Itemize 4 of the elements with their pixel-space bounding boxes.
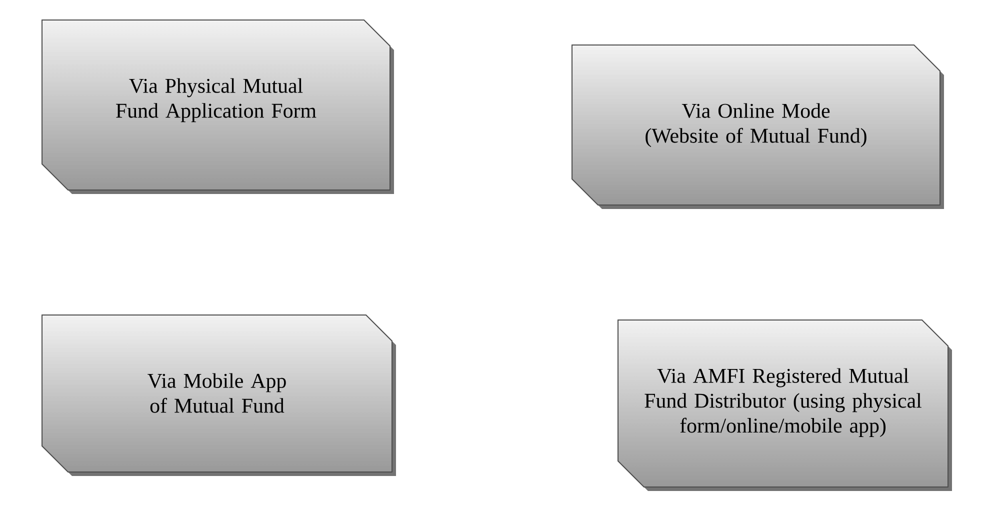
chamfered-box: Via Physical Mutual Fund Application Form	[42, 20, 394, 194]
chamfered-box: Via Mobile App of Mutual Fund	[42, 314, 396, 476]
chamfered-box: Via AMFI Registered Mutual Fund Distributor (using physical form/online/mobile app)	[618, 320, 952, 491]
chamfered-box: Via Online Mode (Website of Mutual Fund)	[572, 44, 944, 209]
